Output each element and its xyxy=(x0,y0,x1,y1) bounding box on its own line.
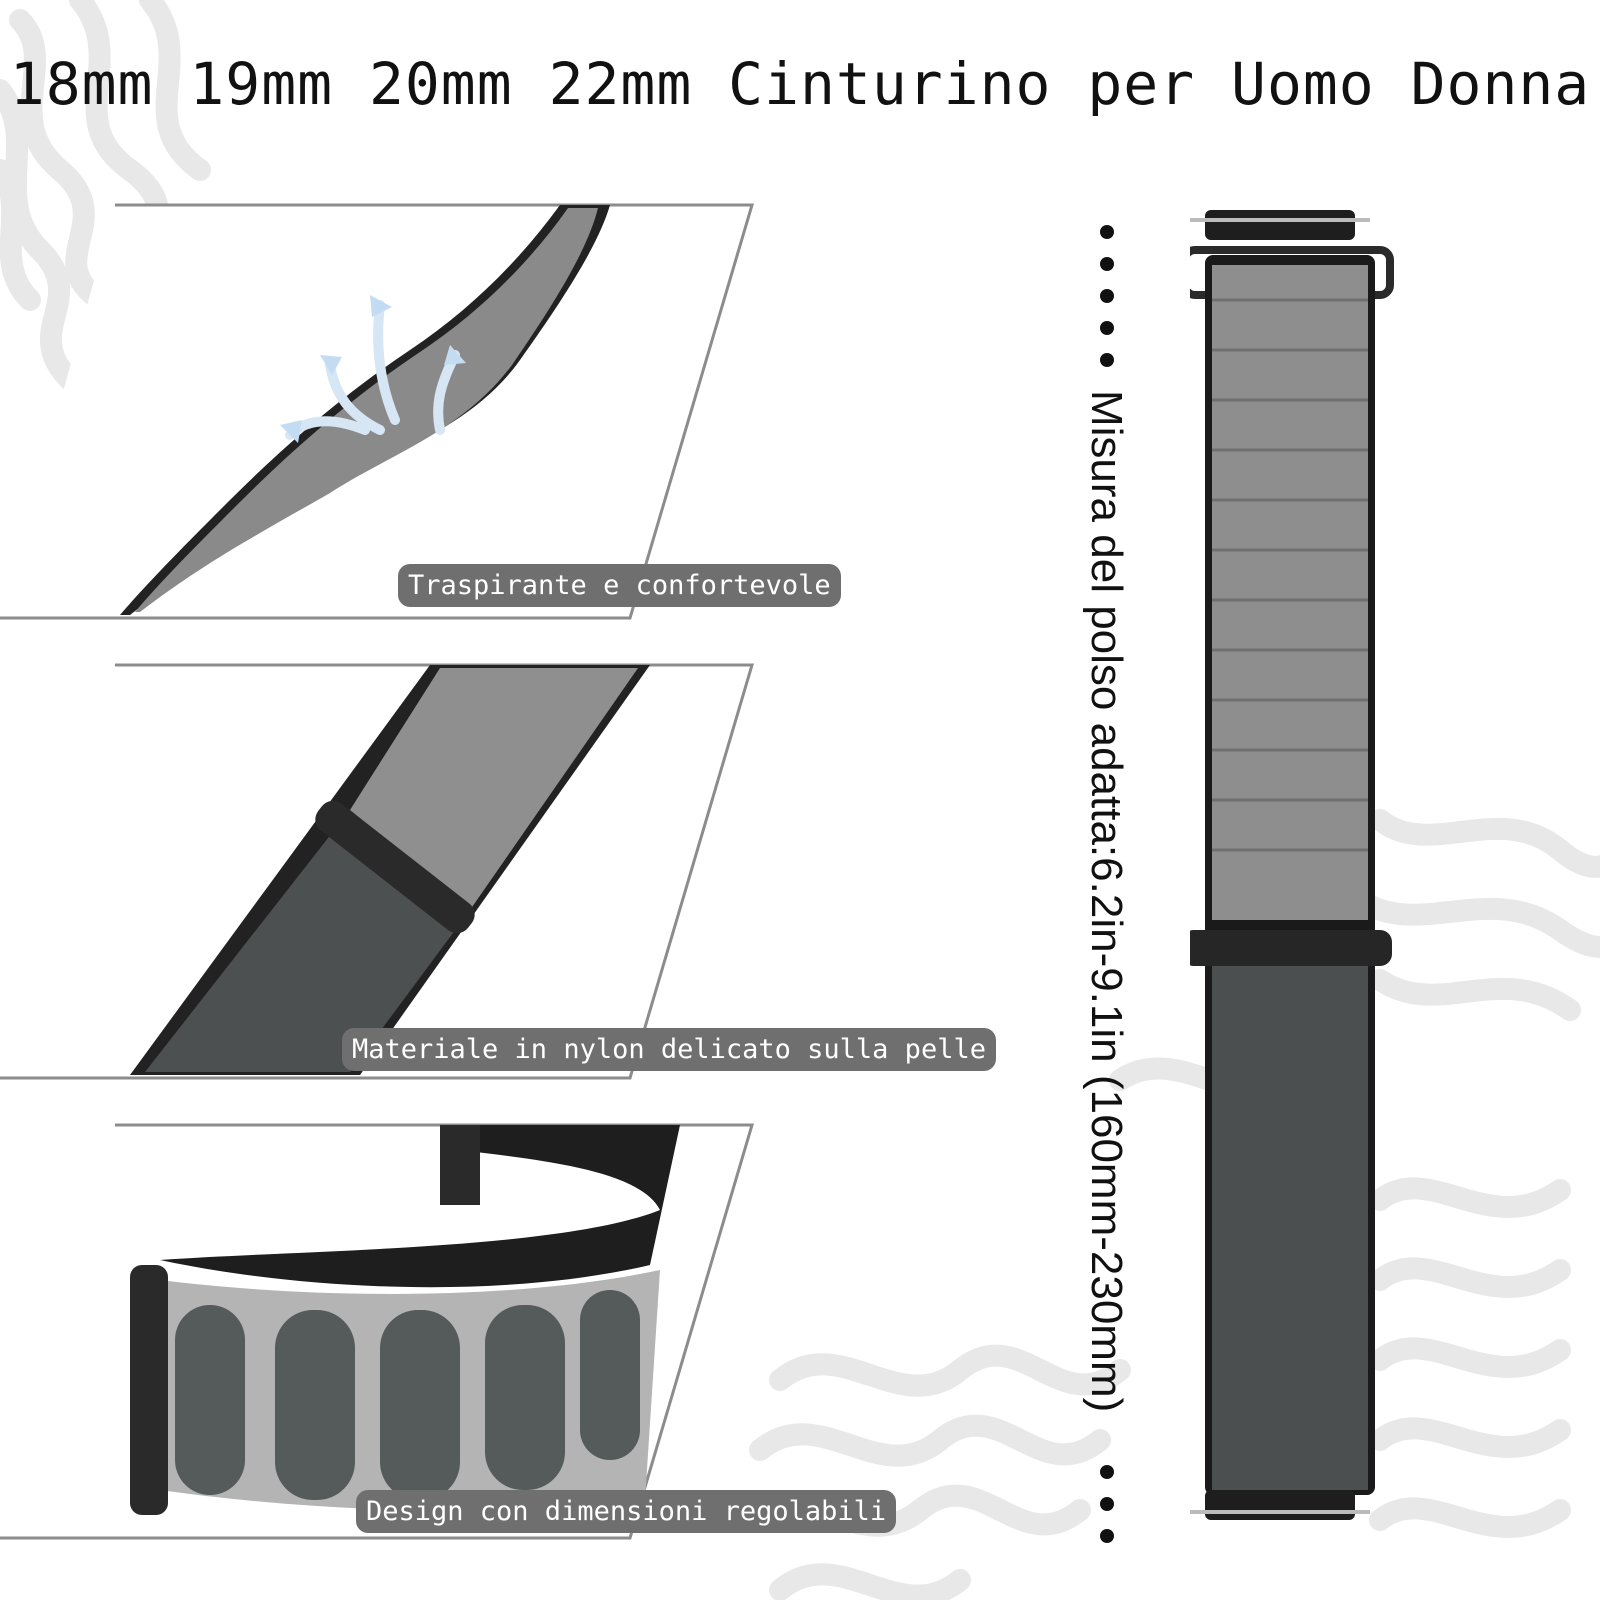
feature-panel-adjustable: Design con dimensioni regolabili xyxy=(0,1120,897,1540)
feature-panel-nylon: Materiale in nylon delicato sulla pelle xyxy=(0,660,996,1080)
wrist-size-indicator: Misura del polso adatta:6.2in-9.1in (160… xyxy=(1062,225,1152,1550)
panel-frame xyxy=(0,1123,755,1540)
caption-nylon: Materiale in nylon delicato sulla pelle xyxy=(342,1028,996,1071)
dotted-line-bottom xyxy=(1097,1465,1117,1561)
feature-panel-breathable: Traspirante e confortevole xyxy=(0,200,841,620)
wrist-size-text-wrapper: Misura del polso adatta:6.2in-9.1in (160… xyxy=(1066,390,1146,1470)
caption-breathable: Traspirante e confortevole xyxy=(398,564,841,607)
dotted-line-top xyxy=(1097,225,1117,385)
page-title: 18mm 19mm 20mm 22mm Cinturino per Uomo D… xyxy=(9,50,1591,118)
panel-frame xyxy=(0,663,755,1080)
panel-frame xyxy=(0,203,755,620)
wrist-size-text: Misura del polso adatta:6.2in-9.1in (160… xyxy=(1082,390,1131,1413)
airflow-arrows-icon xyxy=(280,295,466,443)
watch-strap-image xyxy=(1190,210,1394,1520)
caption-adjustable: Design con dimensioni regolabili xyxy=(356,1490,897,1533)
